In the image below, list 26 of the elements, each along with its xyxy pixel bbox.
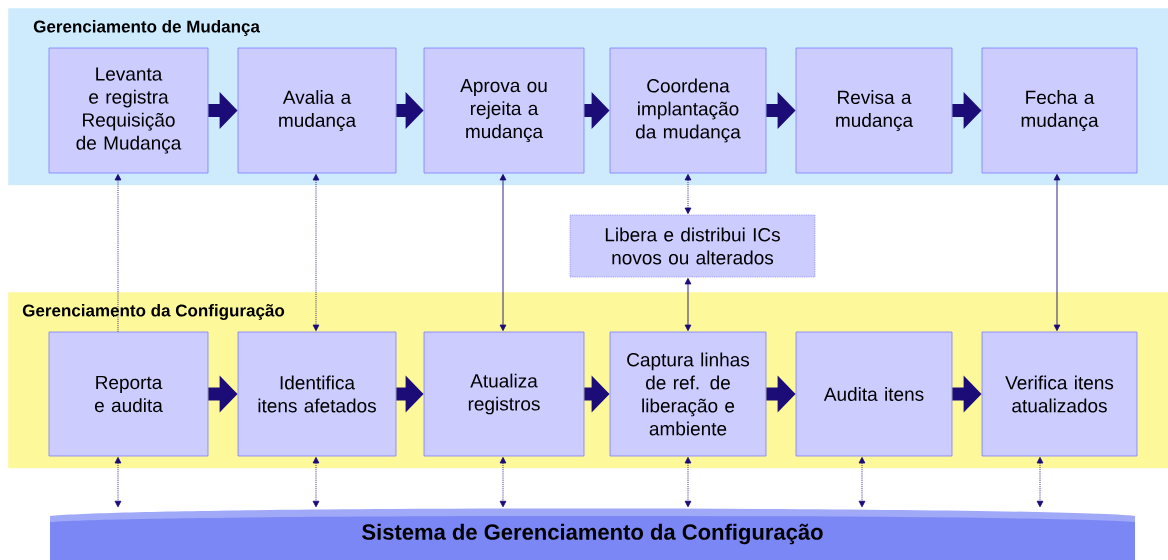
process-box: Coordena implantação da mudança — [609, 47, 767, 174]
process-box: Reporta e audita — [48, 331, 209, 457]
connector-arrow — [499, 173, 507, 332]
process-box: Captura linhas de ref. de liberação e ambiente — [609, 331, 767, 457]
process-box: Identifica itens afetados — [237, 331, 397, 457]
process-box: Revisa a mudança — [795, 47, 953, 174]
connector-arrow — [684, 173, 692, 215]
process-box: Verifica itens atualizados — [981, 331, 1138, 457]
connector-arrow — [114, 456, 122, 508]
connector-arrow — [312, 456, 320, 508]
process-box: Aprova ou rejeita a mudança — [423, 47, 585, 174]
process-box: Avalia a mudança — [237, 47, 397, 174]
connector-arrow — [114, 173, 122, 333]
database-cylinder: Sistema de Gerenciamento da Configuração — [50, 508, 1135, 560]
connector-arrow — [1036, 456, 1044, 508]
process-box: Audita itens — [795, 331, 953, 457]
connector-arrow — [684, 277, 692, 332]
connector-arrow — [1053, 173, 1061, 332]
process-box: Libera e distribui ICs novos ou alterados — [569, 214, 816, 278]
process-box: Fecha a mudança — [981, 47, 1138, 174]
process-box: Atualiza registros — [423, 331, 585, 457]
connector-arrow — [499, 456, 507, 508]
connector-arrow — [684, 456, 692, 508]
process-box: Levanta e registra Requisição de Mudança — [48, 47, 209, 174]
connector-arrow — [858, 456, 866, 508]
connector-arrow — [312, 173, 320, 332]
